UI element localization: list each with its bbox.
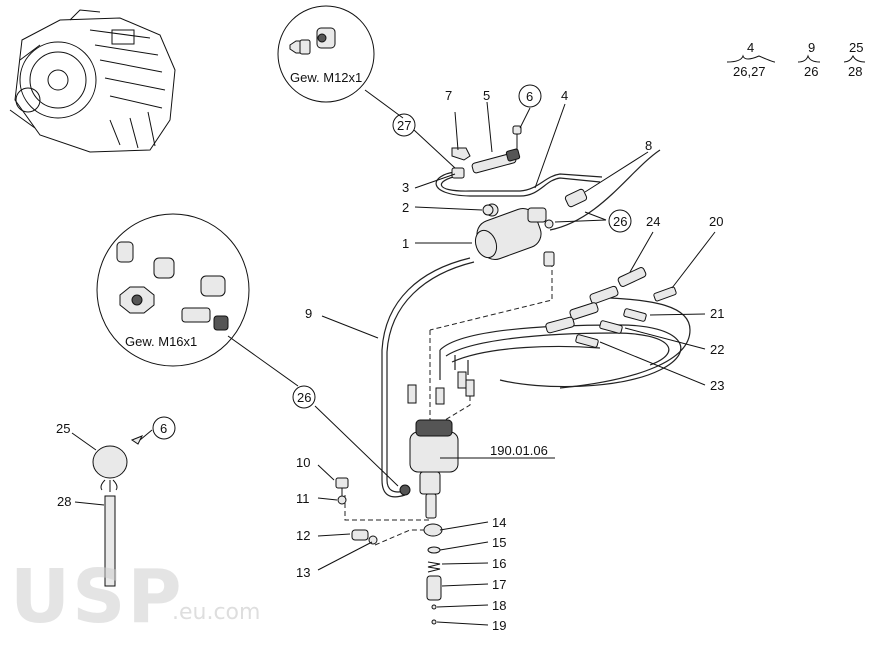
legend-3-bottom: 28 <box>848 64 862 79</box>
part-17 <box>426 575 442 601</box>
legend-1-bottom: 26,27 <box>733 64 766 79</box>
connector-20 <box>653 286 677 302</box>
callout-13: 13 <box>296 565 310 580</box>
screw-6 <box>512 125 522 150</box>
fitting-8 <box>564 188 588 208</box>
callout-11: 11 <box>296 491 310 506</box>
callout-4: 4 <box>561 88 568 103</box>
connector-21 <box>623 308 647 322</box>
connector-23 <box>575 334 599 348</box>
cap-wires <box>100 479 118 492</box>
cap-and-cable <box>92 435 144 587</box>
callout-26-left: 26 <box>297 390 311 405</box>
callout-6-left: 6 <box>160 421 167 436</box>
washer-11 <box>337 495 347 505</box>
watermark-domain: .eu.com <box>172 600 261 625</box>
connector-24 <box>617 267 647 287</box>
watermark-brand: USP <box>10 554 184 640</box>
distributor <box>399 371 475 519</box>
callout-27: 27 <box>397 118 411 133</box>
callout-25: 25 <box>56 421 70 436</box>
callout-24: 24 <box>646 214 660 229</box>
injector-5 <box>471 148 521 174</box>
callout-12: 12 <box>296 528 310 543</box>
callout-19: 19 <box>492 618 506 633</box>
part-18 <box>431 604 437 610</box>
legend-2-bottom: 26 <box>804 64 818 79</box>
callout-6-top: 6 <box>526 89 533 104</box>
reference-code: 190.01.06 <box>490 443 548 458</box>
inset-circle-small <box>277 5 375 103</box>
washer-2 <box>482 204 494 216</box>
cable-28 <box>104 495 116 587</box>
callout-2: 2 <box>402 200 409 215</box>
thread-label-m12: Gew. M12x1 <box>290 70 362 85</box>
ring-15 <box>427 546 441 554</box>
callout-9: 9 <box>305 306 312 321</box>
fitting-3 <box>451 167 465 179</box>
callout-14: 14 <box>492 515 506 530</box>
bracket-7 <box>451 147 471 161</box>
spring-16 <box>427 561 441 573</box>
callout-3: 3 <box>402 180 409 195</box>
circled-callouts: 27 6 26 26 6 <box>152 84 632 440</box>
fuel-lines <box>344 149 691 546</box>
engine-thumbnail <box>9 9 176 153</box>
inset-large-fittings: Gew. M16x1 <box>96 213 250 367</box>
callout-18: 18 <box>492 598 506 613</box>
callout-21: 21 <box>710 306 724 321</box>
inset-circle-large <box>96 213 250 367</box>
callout-15: 15 <box>492 535 506 550</box>
callout-23: 23 <box>710 378 724 393</box>
usp-watermark-logo: USP .eu.com <box>10 554 280 640</box>
callout-8: 8 <box>645 138 652 153</box>
callout-16: 16 <box>492 556 506 571</box>
connectors-group <box>545 267 677 348</box>
callout-22: 22 <box>710 342 724 357</box>
bolt-10 <box>335 477 349 489</box>
callout-28: 28 <box>57 494 71 509</box>
small-parts <box>335 477 443 625</box>
thread-label-m16: Gew. M16x1 <box>125 334 197 349</box>
callout-numbers: 7 5 4 8 3 2 1 24 20 21 22 23 9 10 11 12 … <box>56 88 724 633</box>
leader-lines <box>71 89 716 626</box>
callout-20: 20 <box>709 214 723 229</box>
callout-26-top: 26 <box>613 214 627 229</box>
callout-10: 10 <box>296 455 310 470</box>
legend-3-top: 25 <box>849 40 863 55</box>
callout-5: 5 <box>483 88 490 103</box>
cap-25 <box>92 445 128 479</box>
part-19 <box>431 619 437 625</box>
connector-22 <box>599 320 623 334</box>
callout-7: 7 <box>445 88 452 103</box>
legend-1-top: 4 <box>747 40 754 55</box>
callout-17: 17 <box>492 577 506 592</box>
callout-1: 1 <box>402 236 409 251</box>
legend: 4 26,27 9 26 25 28 <box>726 40 866 79</box>
clamp-14 <box>423 523 443 537</box>
inset-small-fittings: Gew. M12x1 <box>277 5 375 103</box>
legend-2-top: 9 <box>808 40 815 55</box>
bolt-12 <box>351 529 369 541</box>
